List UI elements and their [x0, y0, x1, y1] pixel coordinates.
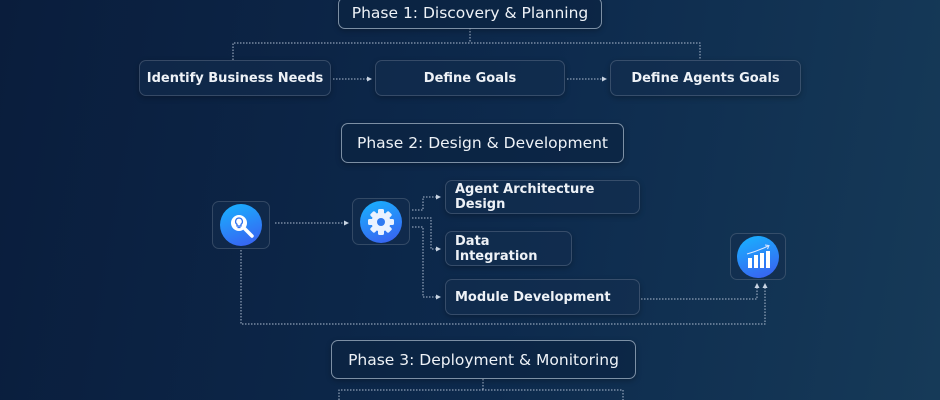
phase1-title: Phase 1: Discovery & Planning: [338, 0, 602, 29]
idea-search-icon: [220, 204, 262, 246]
phase2-title: Phase 2: Design & Development: [341, 123, 624, 163]
step-module-development: Module Development: [445, 279, 640, 315]
phase3-title: Phase 3: Deployment & Monitoring: [331, 340, 636, 379]
growth-chart-icon-box: [730, 233, 786, 280]
growth-chart-icon: [737, 235, 779, 278]
gear-icon: [360, 200, 402, 243]
step-identify-business-needs: Identify Business Needs: [139, 60, 331, 96]
step-define-goals: Define Goals: [375, 60, 565, 96]
step-define-agents-goals: Define Agents Goals: [610, 60, 801, 96]
step-agent-architecture-design: Agent Architecture Design: [445, 180, 640, 214]
step-data-integration: Data Integration: [445, 231, 572, 266]
gear-icon-box: [352, 198, 410, 245]
idea-search-icon-box: [212, 201, 270, 249]
